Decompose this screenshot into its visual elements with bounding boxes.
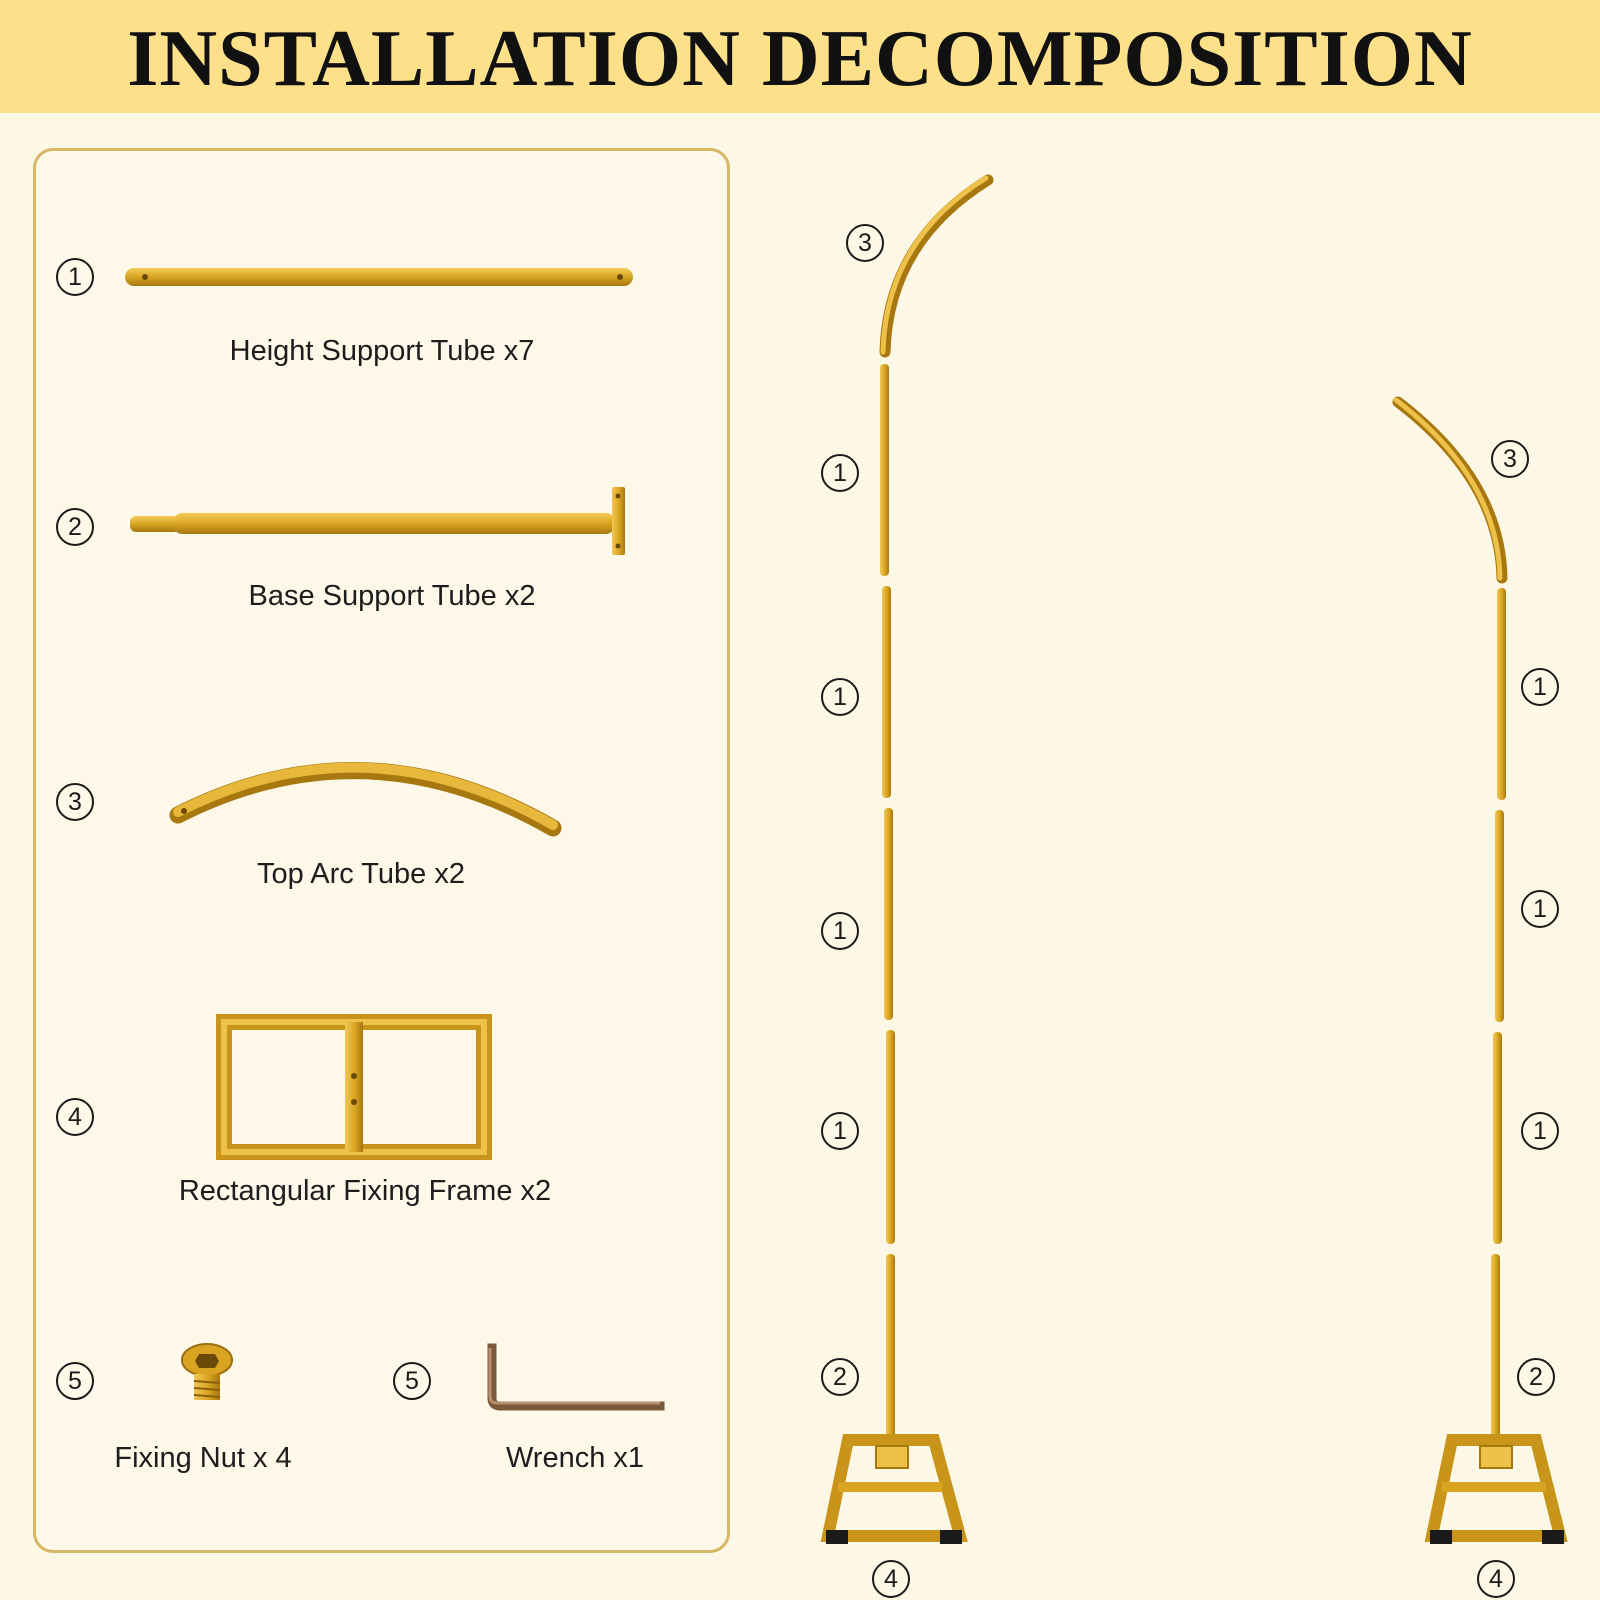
- part-number-badge: 1: [56, 258, 94, 296]
- assembly-number-badge: 1: [821, 454, 859, 492]
- part-number-badge: 2: [56, 508, 94, 546]
- part-number-badge: 5: [393, 1362, 431, 1400]
- assembly-number-badge: 1: [1521, 668, 1559, 706]
- height-support-tube-illustration: [125, 268, 633, 286]
- left-stand: [820, 174, 994, 1544]
- left-stand-base-frame: [820, 1434, 968, 1544]
- part-number-badge: 3: [56, 783, 94, 821]
- part-label-top-arc-tube: Top Arc Tube x2: [257, 858, 465, 890]
- part-number-badge: 5: [56, 1362, 94, 1400]
- part-label-fixing-nut: Fixing Nut x 4: [114, 1442, 292, 1474]
- assembly-number-badge: 2: [821, 1358, 859, 1396]
- assembly-number-badge: 3: [846, 224, 884, 262]
- part-label-wrench: Wrench x1: [505, 1442, 645, 1474]
- page-title: INSTALLATION DECOMPOSITION: [127, 15, 1473, 103]
- part-number-badge: 4: [56, 1098, 94, 1136]
- top-arc-tube-illustration: [169, 762, 562, 837]
- part-label-rectangular-fixing-frame: Rectangular Fixing Frame x2: [178, 1175, 552, 1207]
- part-label-height-support-tube: Height Support Tube x7: [229, 335, 535, 367]
- right-stand-base-frame: [1424, 1434, 1568, 1544]
- assembly-number-badge: 4: [1477, 1560, 1515, 1598]
- rectangular-fixing-frame-illustration: [216, 1014, 492, 1160]
- fixing-nut-illustration: [181, 1343, 233, 1400]
- header-banner: INSTALLATION DECOMPOSITION: [0, 0, 1600, 113]
- parts-list-panel: [33, 148, 730, 1553]
- assembly-number-badge: 3: [1491, 440, 1529, 478]
- assembly-number-badge: 1: [821, 1112, 859, 1150]
- assembly-number-badge: 1: [821, 678, 859, 716]
- part-label-base-support-tube: Base Support Tube x2: [248, 580, 536, 612]
- assembly-number-badge: 1: [1521, 890, 1559, 928]
- base-support-tube-illustration: [130, 487, 625, 555]
- assembly-number-badge: 1: [1521, 1112, 1559, 1150]
- assembly-number-badge: 2: [1517, 1358, 1555, 1396]
- right-stand: [1392, 396, 1568, 1544]
- assembly-number-badge: 1: [821, 912, 859, 950]
- assembly-number-badge: 4: [872, 1560, 910, 1598]
- wrench-illustration: [487, 1343, 665, 1411]
